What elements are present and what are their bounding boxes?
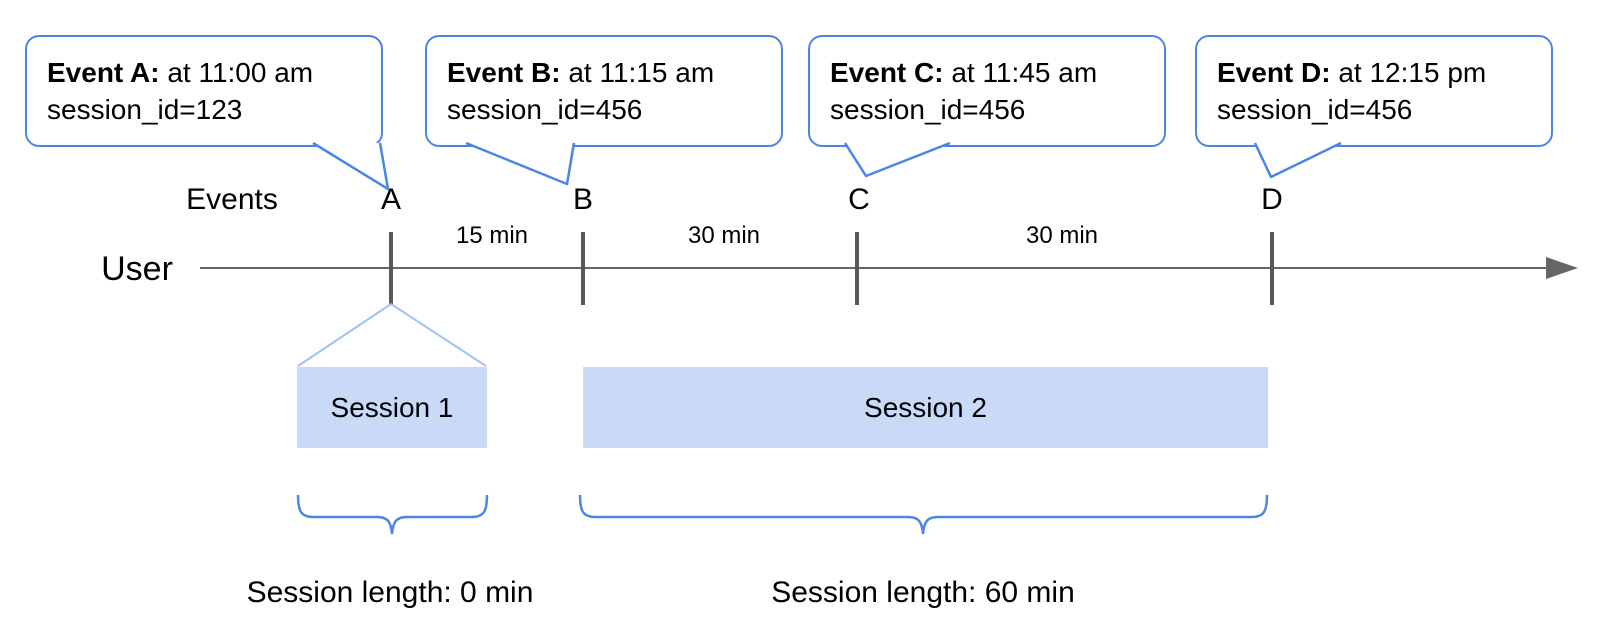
timeline-arrowhead-icon <box>1546 257 1578 279</box>
callout-event-b-title: Event B: <box>447 57 561 88</box>
session-2-label: Session 2 <box>864 391 987 423</box>
callout-event-d-time: at 12:15 pm <box>1330 57 1487 88</box>
callout-event-d-session: session_id=456 <box>1217 94 1413 125</box>
tick-event-b <box>581 232 585 305</box>
callout-event-b-time: at 11:15 am <box>560 57 715 88</box>
tick-event-a <box>389 232 393 305</box>
callout-tail-d <box>1253 141 1342 179</box>
funnel-line-left <box>297 303 392 367</box>
callout-event-c-session: session_id=456 <box>830 94 1026 125</box>
callout-event-d: Event D: at 12:15 pm session_id=456 <box>1195 35 1553 147</box>
user-axis-label: User <box>101 250 173 288</box>
callout-event-c-time: at 11:45 am <box>943 57 1098 88</box>
event-letter-a: A <box>380 183 402 216</box>
callout-event-d-line1: Event D: at 12:15 pm <box>1217 54 1551 91</box>
callout-tail-c <box>843 141 951 178</box>
callout-event-c: Event C: at 11:45 am session_id=456 <box>808 35 1166 147</box>
session-2-length-label: Session length: 60 min <box>771 576 1075 609</box>
callout-event-b: Event B: at 11:15 am session_id=456 <box>425 35 783 147</box>
brace-session-1 <box>296 494 489 535</box>
funnel-line-right <box>390 303 487 367</box>
interval-label-b-c: 30 min <box>687 222 761 249</box>
callout-tail-a <box>312 141 390 191</box>
callout-event-a-title: Event A: <box>47 57 160 88</box>
interval-label-c-d: 30 min <box>1025 222 1099 249</box>
callout-event-a-session: session_id=123 <box>47 94 243 125</box>
session-1-length-label: Session length: 0 min <box>246 576 534 609</box>
brace-session-2 <box>578 494 1269 535</box>
events-row-label: Events <box>186 183 278 216</box>
session-1-box: Session 1 <box>297 367 487 448</box>
callout-event-b-line1: Event B: at 11:15 am <box>447 54 781 91</box>
event-letter-b: B <box>572 183 594 216</box>
callout-event-a-line1: Event A: at 11:00 am <box>47 54 381 91</box>
callout-event-a-time: at 11:00 am <box>159 57 314 88</box>
event-letter-d: D <box>1261 183 1283 216</box>
callout-event-b-session: session_id=456 <box>447 94 643 125</box>
callout-event-a: Event A: at 11:00 am session_id=123 <box>25 35 383 147</box>
callout-event-d-title: Event D: <box>1217 57 1331 88</box>
callout-event-c-title: Event C: <box>830 57 944 88</box>
callout-tail-b <box>465 141 576 186</box>
interval-label-a-b: 15 min <box>455 222 529 249</box>
session-2-box: Session 2 <box>583 367 1268 448</box>
tick-event-c <box>855 232 859 305</box>
session-1-label: Session 1 <box>330 391 454 423</box>
callout-event-c-line1: Event C: at 11:45 am <box>830 54 1164 91</box>
event-letter-c: C <box>848 183 870 216</box>
tick-event-d <box>1270 232 1274 305</box>
